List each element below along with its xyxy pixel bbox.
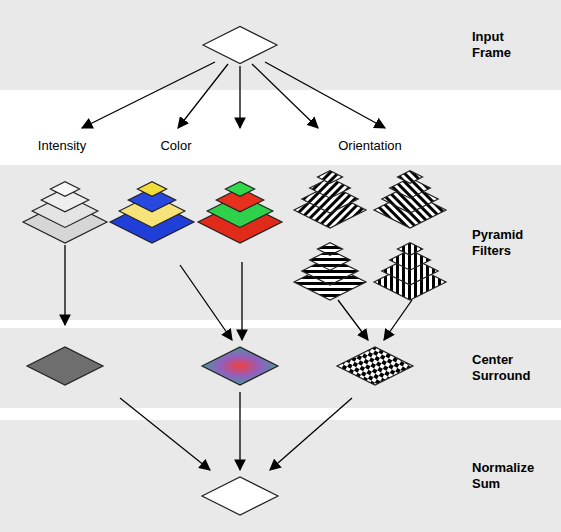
orientation-pyramid [317, 243, 342, 256]
flow-arrow [241, 262, 242, 340]
stage-band: Input Frame [0, 0, 561, 90]
intensity-pyramid [50, 182, 79, 197]
orientation-pyramid [397, 243, 422, 256]
flow-arrow [338, 300, 368, 340]
channel-label: Orientation [338, 138, 402, 153]
flow-arrow [270, 398, 352, 470]
stage-label: Pyramid Filters [472, 227, 523, 258]
flow-arrow [239, 66, 240, 128]
color-pyramid [225, 182, 254, 197]
flow-arrow [82, 62, 215, 128]
input-frame-diamond [203, 27, 277, 64]
stage-label: Input Frame [472, 29, 511, 60]
flow-arrow [178, 64, 228, 128]
flow-arrow [120, 398, 210, 470]
channel-label: Intensity [38, 138, 86, 153]
flow-arrow [239, 392, 240, 470]
flow-arrow [180, 265, 232, 340]
orientation-pyramid [397, 171, 422, 184]
flow-arrow [384, 300, 412, 340]
flow-arrow [64, 245, 65, 325]
stage-label: Center Surround [472, 352, 531, 383]
intensity-map [27, 347, 103, 385]
stage-band: Normalize Sum [0, 420, 561, 532]
stage-label: Normalize Sum [472, 460, 534, 491]
orientation-map [337, 347, 413, 385]
channel-label: Color [160, 138, 191, 153]
color-map [202, 347, 278, 385]
flow-arrow [265, 62, 385, 128]
orientation-pyramid [317, 171, 342, 184]
stage-band: Pyramid Filters [0, 165, 561, 320]
saliency-diamond [202, 477, 278, 515]
color-pyramid [137, 182, 166, 197]
